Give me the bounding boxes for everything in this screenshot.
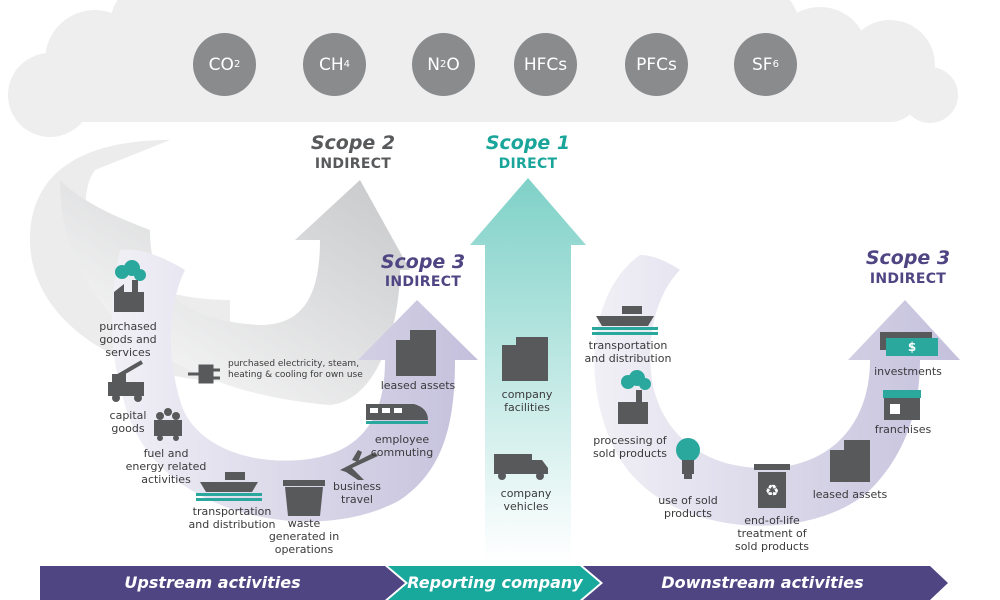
truck-icon xyxy=(494,454,548,480)
label-processing: processing of sold products xyxy=(592,434,668,460)
crane-truck-icon xyxy=(108,360,144,402)
label-downstream-leased-assets: leased assets xyxy=(812,488,888,501)
label-end-of-life: end-of-life treatment of sold products xyxy=(734,514,810,553)
waste-bin-icon xyxy=(283,480,325,516)
activity-band xyxy=(40,566,948,600)
band-reporting-company: Reporting company xyxy=(407,573,583,592)
label-upstream-transport: transportation and distribution xyxy=(188,505,276,531)
money-icon xyxy=(880,332,938,356)
label-upstream-leased-assets: leased assets xyxy=(380,379,456,392)
label-company-facilities: company facilities xyxy=(501,388,553,414)
airplane-icon xyxy=(340,450,378,480)
label-franchises: franchises xyxy=(874,423,932,436)
label-purchased-electricity: purchased electricity, steam, heating & … xyxy=(228,359,363,380)
plug-icon xyxy=(188,364,220,384)
ship-icon xyxy=(196,472,262,501)
scope3-downstream-subtitle: INDIRECT xyxy=(869,271,947,287)
scope3-downstream-title: Scope 3 xyxy=(865,247,951,269)
scope3-upstream-title: Scope 3 xyxy=(380,251,466,273)
cloud-bank xyxy=(8,0,958,137)
label-waste: waste generated in operations xyxy=(268,517,340,556)
factory-icon xyxy=(618,370,651,424)
label-fuel-energy: fuel and energy related activities xyxy=(125,447,207,486)
company-facilities-icon xyxy=(502,337,548,381)
scope2-subtitle: INDIRECT xyxy=(314,156,392,172)
label-capital-goods: capital goods xyxy=(109,409,147,435)
scope1-subtitle: DIRECT xyxy=(498,156,558,172)
band-upstream: Upstream activities xyxy=(124,573,301,592)
scope1-title: Scope 1 xyxy=(485,132,571,154)
train-icon xyxy=(366,404,428,424)
label-company-vehicles: company vehicles xyxy=(500,487,552,513)
money-symbol: $ xyxy=(907,340,917,354)
scope2-title: Scope 2 xyxy=(310,132,396,154)
scope3-upstream-subtitle: INDIRECT xyxy=(384,274,462,290)
light-bulb-icon xyxy=(676,438,700,479)
label-employee-commuting: employee commuting xyxy=(370,433,434,459)
svg-text:♻: ♻ xyxy=(765,481,779,500)
ship-icon xyxy=(592,306,658,335)
label-investments: investments xyxy=(874,365,942,378)
scope3-upstream-arrow xyxy=(111,249,478,522)
scope2-arrow xyxy=(30,140,410,405)
band-downstream: Downstream activities xyxy=(661,573,864,592)
gas-pfcs: PFCs xyxy=(625,33,688,96)
label-purchased-goods: purchased goods and services xyxy=(99,320,157,359)
gas-hfcs: HFCs xyxy=(514,33,577,96)
label-business-travel: business travel xyxy=(333,480,381,506)
recycle-bin-icon: ♻ xyxy=(754,464,790,508)
label-downstream-transport: transportation and distribution xyxy=(584,339,672,365)
office-building-icon xyxy=(830,440,870,482)
storefront-icon xyxy=(883,390,921,420)
label-use-of-sold-products: use of sold products xyxy=(658,494,718,520)
office-building-icon xyxy=(396,330,436,376)
factory-icon xyxy=(114,260,146,312)
coal-cart-icon xyxy=(154,408,182,441)
